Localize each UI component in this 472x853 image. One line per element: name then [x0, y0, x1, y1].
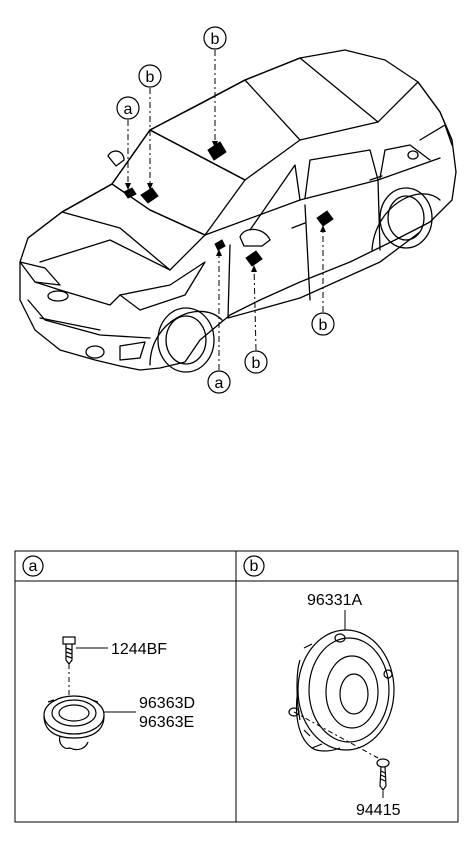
callout-circle-top-a: a	[116, 96, 140, 120]
part-94415-label: 94415	[356, 802, 401, 819]
callout-letter: a	[215, 375, 224, 392]
callout-circle-top-b: b	[138, 64, 162, 88]
callout-circle-roof-b: b	[203, 26, 227, 50]
dash-speaker-mark	[140, 187, 159, 204]
callout-circle-bottom-a: a	[207, 370, 231, 394]
door-speaker-drawing	[288, 629, 395, 752]
screw-b-axis	[293, 711, 379, 759]
parts-table	[14, 550, 459, 823]
part-96363d-label: 96363D	[139, 695, 195, 712]
roof-speaker-mark	[207, 141, 227, 161]
callout-letter: a	[124, 101, 133, 118]
part-1244bf-label: 1244BF	[111, 641, 167, 658]
callout-letter: b	[252, 355, 261, 372]
car-illustration	[19, 49, 457, 373]
callout-leaders	[127, 50, 324, 370]
callout-circle-bottom-b-front: b	[244, 350, 268, 374]
leader-arrowheads	[125, 141, 326, 272]
speaker-screw-drawing	[376, 758, 390, 791]
header-letter: b	[250, 558, 259, 575]
speaker-location-marks	[123, 141, 334, 267]
header-letter: a	[29, 558, 38, 575]
callout-letter: b	[211, 31, 220, 48]
rear-door-speaker-mark	[316, 210, 334, 227]
tweeter-drawing	[43, 695, 105, 751]
pillar-tweeter-mark	[214, 239, 226, 251]
part-96363e-label: 96363E	[139, 714, 194, 731]
part-96331a-label: 96331A	[307, 592, 362, 609]
callout-circle-bottom-b-rear: b	[311, 312, 335, 336]
table-header-b: b	[243, 555, 265, 577]
callout-letter: b	[146, 69, 155, 86]
table-header-a: a	[22, 555, 44, 577]
front-door-speaker-mark	[245, 250, 263, 267]
tweeter-screw-drawing	[62, 636, 76, 665]
dash-tweeter-mark	[123, 187, 137, 199]
callout-letter: b	[319, 317, 328, 334]
